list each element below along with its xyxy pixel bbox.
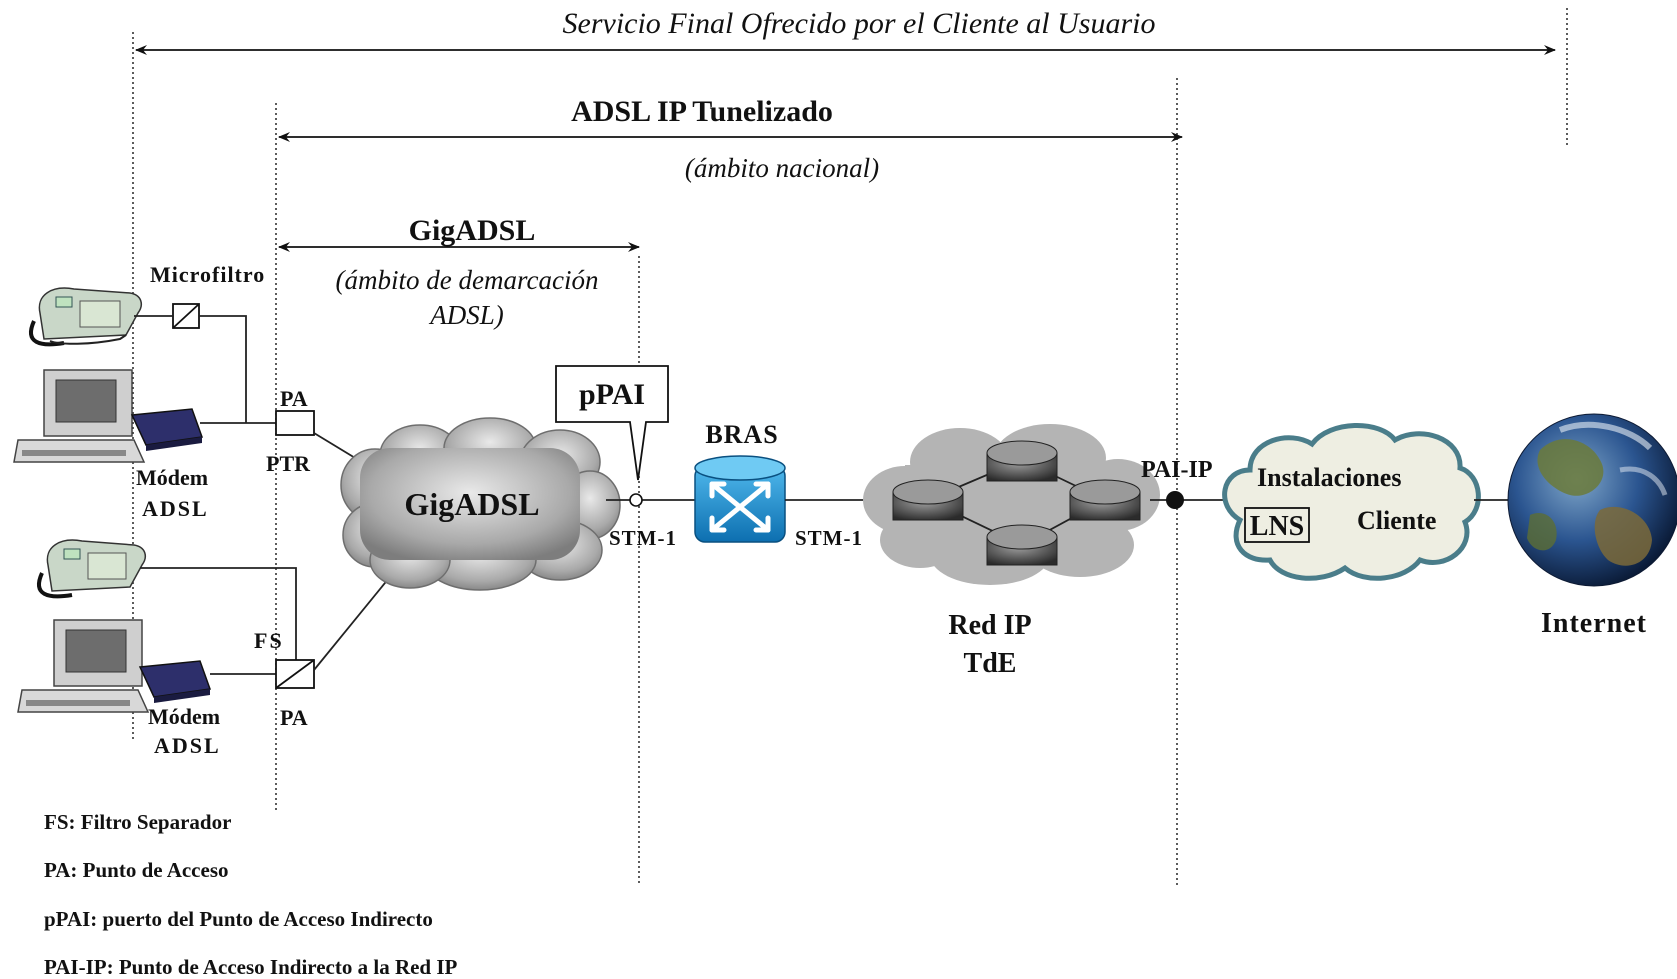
red-ip-label-1: Red IP: [948, 610, 1031, 641]
scope-gigadsl: GigADSL (ámbito de demarcación ADSL): [278, 214, 640, 330]
phone-icon-bottom: [37, 539, 147, 599]
scope-adsl-ip: ADSL IP Tunelizado (ámbito nacional): [278, 95, 1183, 183]
computer-icon-top: [13, 369, 146, 463]
gigadsl-cloud: [340, 417, 621, 591]
ptr-label: PTR: [266, 451, 311, 476]
modem-bottom-label-1: Módem: [148, 704, 220, 729]
scope-gigadsl-title: GigADSL: [409, 214, 536, 247]
stm1-label-right: STM-1: [795, 526, 863, 550]
lns-box: [1244, 507, 1310, 543]
modem-top-label-1: Módem: [136, 465, 208, 490]
modem-icon-bottom: [138, 660, 212, 703]
wire-pa-bottom-cloud: [313, 566, 399, 671]
wire-microfilter-line: [199, 315, 247, 423]
router-icon-left: [892, 479, 964, 521]
scope-service: Servicio Final Ofrecido por el Cliente a…: [135, 7, 1556, 55]
wire-phone-fs: [140, 567, 297, 660]
scope-gigadsl-subtitle-1: (ámbito de demarcación: [336, 265, 599, 295]
fs-label: FS: [254, 628, 284, 653]
instalaciones-label: Instalaciones: [1257, 463, 1401, 492]
legend-item-pai-ip: PAI-IP: Punto de Acceso Indirecto a la R…: [44, 955, 458, 979]
filter-separator-icon: [275, 659, 315, 689]
phone-icon-top: [29, 287, 143, 347]
legend-item-ppai: pPAI: puerto del Punto de Acceso Indirec…: [44, 907, 433, 931]
router-icon-top: [986, 440, 1058, 482]
modem-icon-top: [130, 408, 204, 451]
internet-label: Internet: [1541, 608, 1647, 639]
pa-box-top: [275, 410, 315, 436]
router-icon-right: [1069, 479, 1141, 521]
legend-item-fs: FS: Filtro Separador: [44, 810, 231, 834]
microfilter-icon: [172, 303, 200, 329]
cliente-label: Cliente: [1357, 506, 1436, 535]
ppai-label: pPAI: [579, 378, 645, 411]
ppai-callout: [555, 365, 669, 481]
modem-bottom-label-2: ADSL: [154, 733, 221, 758]
stm1-label-left: STM-1: [609, 526, 677, 550]
lns-label: LNS: [1250, 511, 1304, 542]
globe-icon: [1507, 413, 1677, 587]
pa-label-top: PA: [280, 386, 308, 411]
modem-top-label-2: ADSL: [142, 496, 209, 521]
microfilter-label: Microfiltro: [150, 262, 265, 287]
ppai-port-icon: [629, 493, 643, 507]
bras-label: BRAS: [705, 420, 778, 449]
scope-gigadsl-subtitle-2: ADSL): [428, 300, 504, 330]
pa-label-bottom: PA: [280, 705, 308, 730]
legend: FS: Filtro Separador PA: Punto de Acceso…: [44, 810, 458, 979]
client-cloud: [1222, 423, 1481, 581]
scope-adsl-ip-subtitle: (ámbito nacional): [685, 153, 879, 183]
red-ip-label-2: TdE: [964, 648, 1017, 679]
scope-service-title: Servicio Final Ofrecido por el Cliente a…: [563, 7, 1156, 40]
router-icon-bottom: [986, 524, 1058, 566]
scope-adsl-ip-title: ADSL IP Tunelizado: [571, 95, 833, 128]
bras-icon: [694, 455, 786, 543]
gigadsl-cloud-label: GigADSL: [404, 486, 539, 522]
computer-icon-bottom: [17, 619, 150, 713]
pai-ip-label: PAI-IP: [1141, 457, 1213, 483]
legend-item-pa: PA: Punto de Acceso: [44, 858, 229, 882]
pai-ip-point-icon: [1166, 491, 1184, 509]
